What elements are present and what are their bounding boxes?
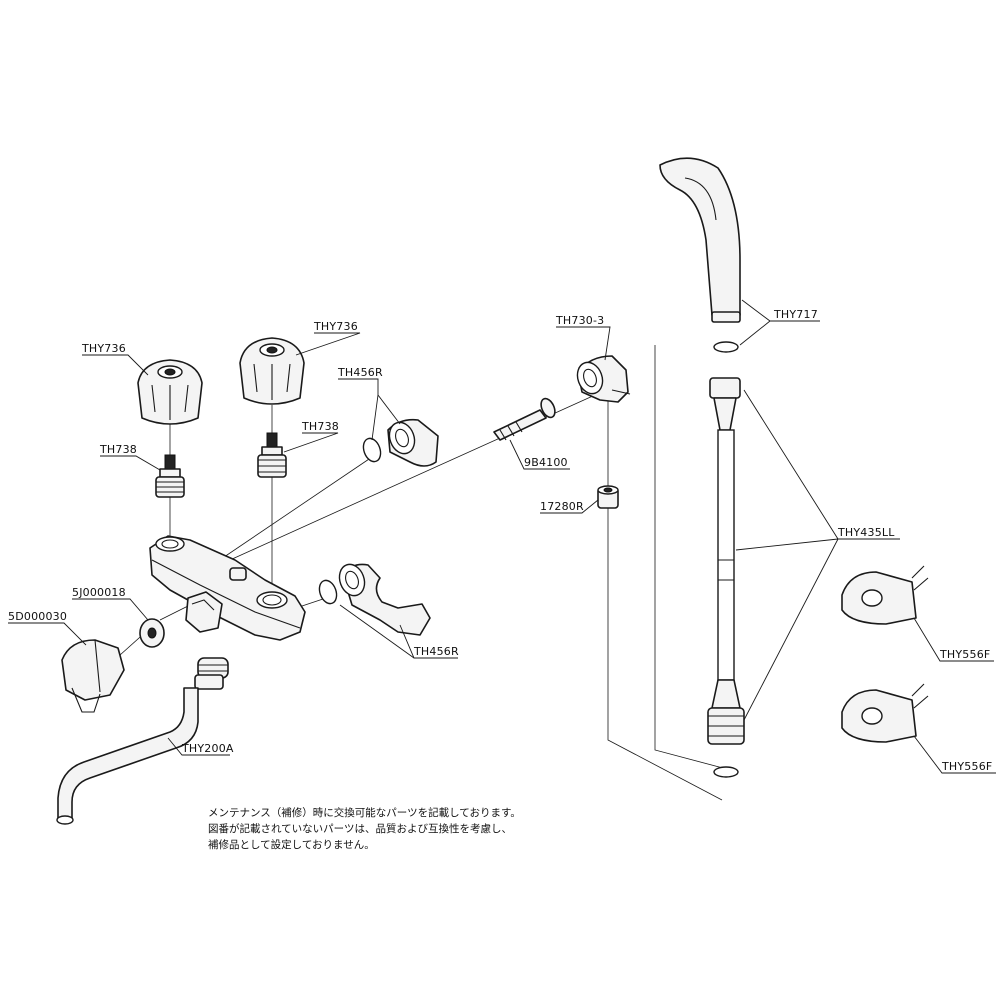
handle-left bbox=[137, 359, 203, 425]
label-hose: THY435LL bbox=[735, 389, 900, 721]
label-cap: 5D000030 bbox=[8, 610, 87, 646]
part-number-nut: 17280R bbox=[540, 500, 584, 513]
part-number-stem: 9B4100 bbox=[524, 456, 568, 469]
stem bbox=[493, 397, 556, 441]
label-elbow: TH730-3 bbox=[555, 314, 611, 361]
note-line-2: 図番が記載されていないパーツは、品質および互換性を考慮し、 bbox=[208, 823, 512, 835]
label-hook-upper: THY556F bbox=[913, 617, 994, 662]
spout bbox=[56, 674, 224, 825]
union-upper bbox=[362, 418, 439, 467]
part-number-union-upper: TH456R bbox=[337, 366, 383, 379]
part-number-cartridge-left: TH738 bbox=[99, 443, 137, 456]
part-number-handle-left: THY736 bbox=[81, 342, 126, 355]
cartridge-right bbox=[257, 432, 287, 478]
label-stem: 9B4100 bbox=[509, 439, 570, 470]
part-number-cap: 5D000030 bbox=[8, 610, 67, 623]
part-number-cartridge-right: TH738 bbox=[301, 420, 339, 433]
label-handle-right: THY736 bbox=[295, 320, 361, 356]
shower-head bbox=[659, 157, 741, 353]
maintenance-note: メンテナンス（補修）時に交換可能なパーツを記載しております。 図番が記載されてい… bbox=[208, 805, 628, 853]
union-lower bbox=[318, 563, 431, 636]
hook-upper bbox=[841, 565, 929, 625]
part-number-hook-lower: THY556F bbox=[941, 760, 992, 773]
part-number-spout: THY200A bbox=[181, 742, 234, 755]
cartridge-left bbox=[155, 454, 185, 498]
label-spout: THY200A bbox=[167, 737, 234, 756]
part-number-hook-upper: THY556F bbox=[939, 648, 990, 661]
part-number-shower-head: THY717 bbox=[773, 308, 818, 321]
cap bbox=[61, 639, 125, 713]
note-line-3: 補修品として設定しておりません。 bbox=[208, 839, 375, 851]
part-number-union-lower: TH456R bbox=[413, 645, 459, 658]
handle-right bbox=[239, 337, 305, 405]
part-number-ring: 5J000018 bbox=[72, 586, 126, 599]
label-union-lower: TH456R bbox=[339, 604, 459, 659]
ring bbox=[139, 618, 165, 648]
elbow bbox=[576, 355, 631, 403]
label-nut: 17280R bbox=[540, 499, 599, 514]
hook-lower bbox=[841, 683, 929, 743]
label-ring: 5J000018 bbox=[72, 586, 149, 621]
label-cartridge-right: TH738 bbox=[283, 420, 339, 453]
nut bbox=[597, 485, 619, 509]
label-hook-lower: THY556F bbox=[913, 735, 996, 774]
label-union-upper: TH456R bbox=[337, 366, 401, 441]
label-cartridge-left: TH738 bbox=[99, 443, 161, 471]
label-handle-left: THY736 bbox=[81, 342, 149, 376]
hose bbox=[707, 377, 745, 778]
faucet-body bbox=[149, 535, 306, 679]
part-number-hose: THY435LL bbox=[837, 526, 895, 539]
part-number-elbow: TH730-3 bbox=[555, 314, 604, 327]
note-line-1: メンテナンス（補修）時に交換可能なパーツを記載しております。 bbox=[208, 807, 521, 819]
label-shower-head: THY717 bbox=[739, 299, 820, 346]
part-number-handle-right: THY736 bbox=[313, 320, 358, 333]
